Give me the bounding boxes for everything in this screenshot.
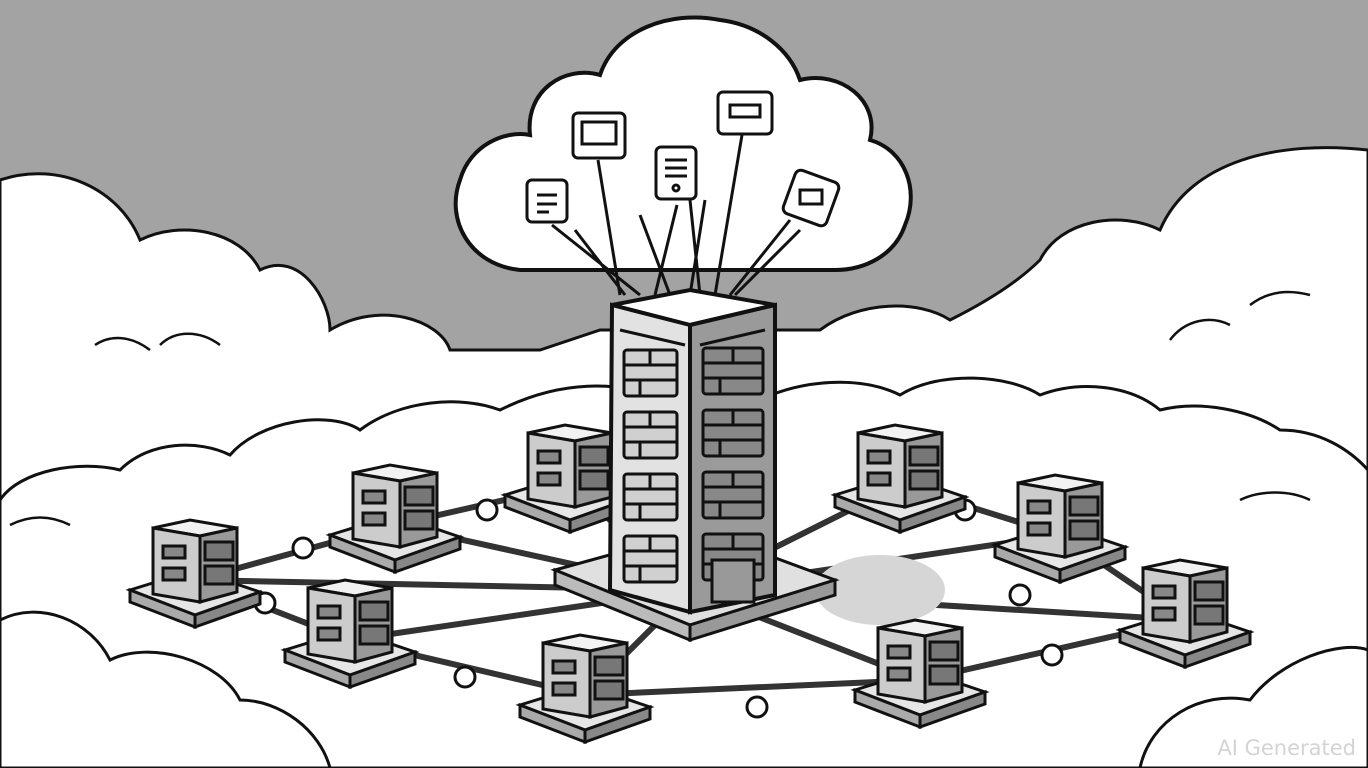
server-unit: [850, 618, 990, 730]
server-panel: [361, 489, 387, 505]
server-panel: [536, 449, 562, 465]
server-vent: [1068, 519, 1100, 541]
server-base-side: [898, 494, 967, 535]
server-vent: [593, 655, 625, 677]
server-front: [306, 586, 357, 664]
server-front: [526, 431, 577, 509]
server-base-side: [193, 589, 262, 630]
server-unit: [325, 463, 465, 575]
server-panel: [886, 644, 912, 660]
server-unit: [990, 473, 1130, 585]
server-front: [1141, 566, 1192, 644]
server-vent: [578, 445, 610, 467]
network-node: [453, 665, 477, 689]
server-unit: [830, 423, 970, 535]
server-front: [856, 431, 907, 509]
server-panel: [551, 681, 577, 697]
server-unit: [1115, 558, 1255, 670]
tower-window-bars: [624, 474, 677, 520]
server-front: [541, 641, 592, 719]
server-vent: [1068, 495, 1100, 517]
server-unit: [125, 518, 265, 630]
network-node: [1008, 583, 1032, 607]
tower-window-bars: [703, 410, 763, 456]
server-unit: [515, 633, 655, 745]
server-panel: [316, 604, 342, 620]
server-base-side: [393, 534, 462, 575]
document-icon: [654, 145, 698, 201]
server-panel: [161, 566, 187, 582]
server-base-side: [348, 649, 417, 690]
cloud-devices: [525, 90, 841, 297]
server-vent: [593, 679, 625, 701]
tower-window-bars: [624, 536, 677, 582]
server-panel: [361, 511, 387, 527]
server-base-side: [583, 704, 652, 745]
network-node: [475, 498, 499, 522]
server-panel: [1026, 499, 1052, 515]
server-panel: [1151, 584, 1177, 600]
server-panel: [551, 659, 577, 675]
server-units: [125, 423, 1255, 745]
server-panel: [866, 449, 892, 465]
tower-window-bars: [624, 350, 677, 396]
server-base-side: [1183, 629, 1252, 670]
server-vent: [358, 624, 390, 646]
server-panel: [1026, 521, 1052, 537]
foreground-cloud-left: [0, 610, 332, 768]
ai-generated-watermark: AI Generated: [1217, 736, 1356, 760]
server-front: [151, 526, 202, 604]
tower-window-bars: [703, 348, 763, 394]
tower-door: [710, 558, 756, 604]
foreground-cloud-right: [1138, 645, 1368, 768]
server-vent: [403, 509, 435, 531]
server-front: [351, 471, 402, 549]
server-front: [1016, 481, 1067, 559]
server-panel: [536, 471, 562, 487]
server-panel: [161, 544, 187, 560]
connection-cables: [551, 134, 802, 297]
tablet-icon: [716, 90, 774, 136]
server-base-side: [1058, 544, 1127, 585]
server-vent: [908, 469, 940, 491]
server-front: [876, 626, 927, 704]
data-center-tower: [607, 287, 777, 615]
tower-window-bars: [624, 412, 677, 458]
network-node: [1040, 643, 1064, 667]
server-unit: [500, 423, 640, 535]
server-panel: [316, 626, 342, 642]
server-panel: [886, 666, 912, 682]
server-vent: [1193, 604, 1225, 626]
server-vent: [203, 540, 235, 562]
network-link: [582, 677, 923, 698]
server-vent: [908, 445, 940, 467]
server-vent: [403, 485, 435, 507]
server-vent: [578, 469, 610, 491]
server-vent: [928, 640, 960, 662]
tower-window-bars: [703, 472, 763, 518]
server-panel: [866, 471, 892, 487]
chat-icon: [781, 168, 841, 228]
server-unit: [280, 578, 420, 690]
server-base-side: [918, 689, 987, 730]
server-vent: [928, 664, 960, 686]
network-node: [291, 536, 315, 560]
server-panel: [1151, 606, 1177, 622]
server-vent: [358, 600, 390, 622]
network-node: [745, 695, 769, 719]
clipboard-icon: [525, 178, 569, 224]
server-vent: [1193, 580, 1225, 602]
cloud-squiggles: [9, 290, 1311, 527]
server-vent: [203, 564, 235, 586]
monitor-icon: [571, 111, 627, 160]
